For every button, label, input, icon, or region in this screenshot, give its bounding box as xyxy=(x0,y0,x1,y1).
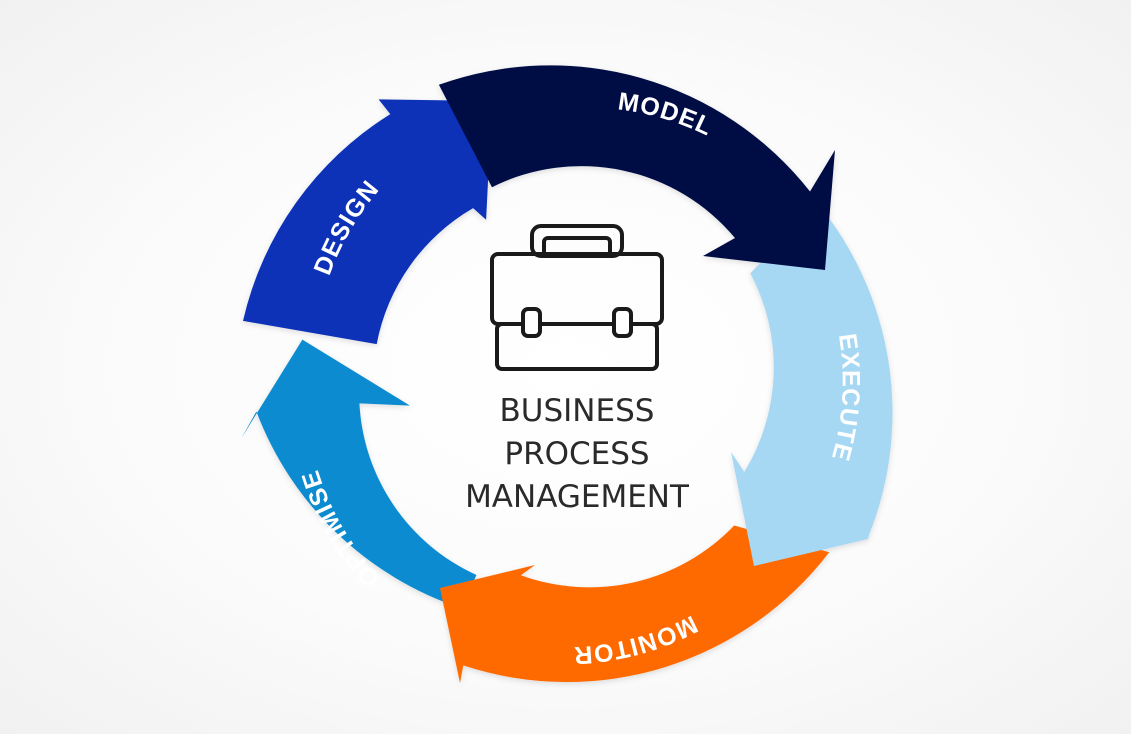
briefcase-icon xyxy=(490,224,664,371)
segment-optimise xyxy=(241,339,477,609)
segment-monitor xyxy=(440,525,830,683)
center-title-line-2: PROCESS xyxy=(504,436,649,472)
segment-execute xyxy=(731,203,893,566)
center-title-line-3: MANAGEMENT xyxy=(465,479,690,515)
center-title: BUSINESS PROCESS MANAGEMENT xyxy=(465,393,690,515)
center-title-line-1: BUSINESS xyxy=(500,393,655,429)
segment-design xyxy=(243,99,492,345)
cycle-segments xyxy=(241,65,893,683)
segment-model xyxy=(438,65,835,270)
